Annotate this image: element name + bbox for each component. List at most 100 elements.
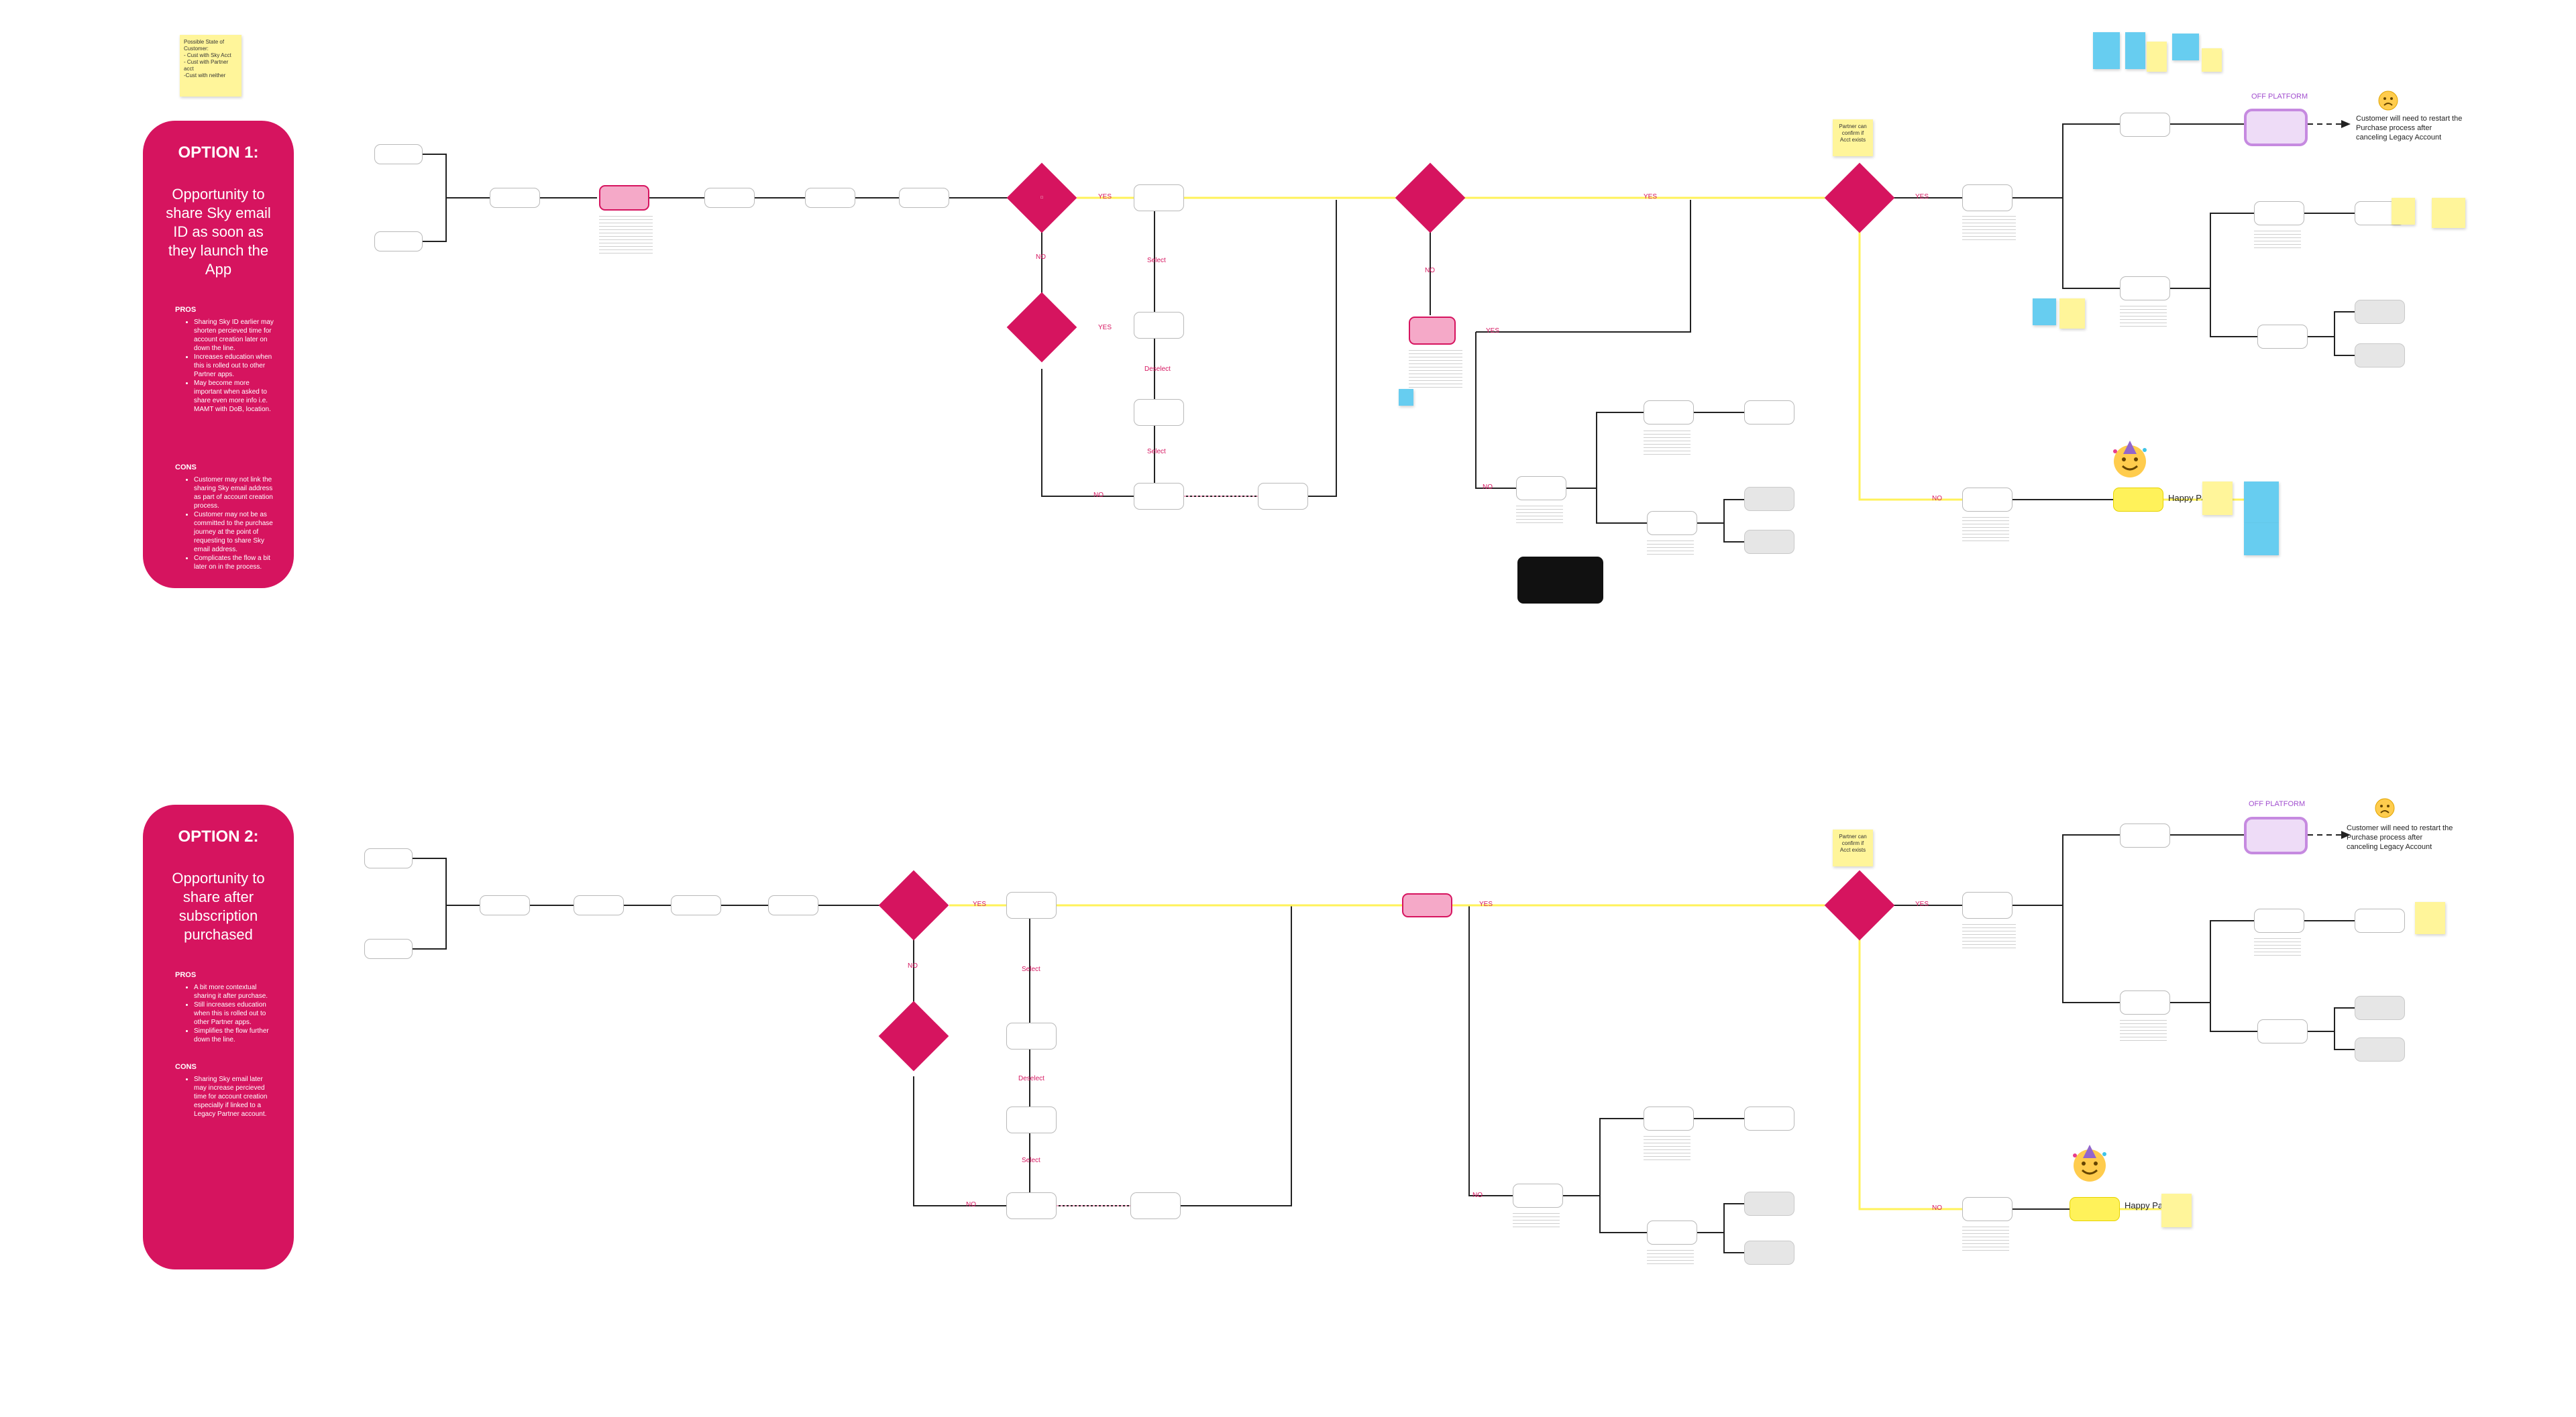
terminal-node[interactable] xyxy=(2355,996,2405,1020)
node-annotation xyxy=(1647,538,1694,557)
flow-node[interactable] xyxy=(1962,892,2012,919)
flow-node[interactable] xyxy=(574,895,624,915)
note-sticky xyxy=(2147,42,2167,72)
flow-node[interactable] xyxy=(1644,400,1694,424)
partner-confirm-sticky: Partner can confirm if Acct exists xyxy=(1833,830,1873,866)
flow-node[interactable] xyxy=(1744,1107,1794,1131)
edge-label-no: NO xyxy=(1472,1192,1483,1199)
flow-node[interactable] xyxy=(1644,1107,1694,1131)
flow-node[interactable] xyxy=(704,188,755,208)
flow-node[interactable] xyxy=(1962,488,2012,512)
node-annotation xyxy=(1647,1247,1694,1266)
terminal-node[interactable] xyxy=(1744,487,1794,511)
flow-node[interactable] xyxy=(490,188,540,208)
restart-note: Customer will need to restart the Purcha… xyxy=(2356,115,2463,141)
flow-node[interactable] xyxy=(2254,201,2304,225)
flow-node[interactable] xyxy=(1647,511,1697,535)
terminal-node[interactable] xyxy=(2355,1037,2405,1062)
off-platform-node[interactable] xyxy=(2244,817,2308,854)
node-annotation xyxy=(2120,303,2167,327)
terminal-node[interactable] xyxy=(1744,1241,1794,1265)
flow-node[interactable] xyxy=(1744,400,1794,424)
terminal-node[interactable] xyxy=(2355,343,2405,367)
edge-label-yes: YES xyxy=(973,901,987,908)
restart-note: Customer will need to restart the Purcha… xyxy=(2347,824,2453,851)
note-sticky xyxy=(1399,389,1413,406)
flow-node[interactable] xyxy=(2120,990,2170,1015)
flow-node[interactable] xyxy=(2257,1019,2308,1043)
edge-label-select: Select xyxy=(1022,1157,1040,1164)
flow-node[interactable] xyxy=(671,895,721,915)
success-node[interactable] xyxy=(2113,488,2163,512)
off-platform-node[interactable] xyxy=(2244,109,2308,146)
flow-node[interactable] xyxy=(1258,483,1308,510)
edge-label-yes: YES xyxy=(1098,324,1112,331)
share-sky-email-node[interactable] xyxy=(599,185,649,211)
terminal-node[interactable] xyxy=(2355,300,2405,324)
flow-node[interactable] xyxy=(2254,909,2304,933)
option2-subtitle: Opportunity to share after subscription … xyxy=(172,870,265,943)
flow-node[interactable] xyxy=(374,144,423,164)
media-thumbnail xyxy=(1517,557,1603,604)
terminal-node[interactable] xyxy=(1744,530,1794,554)
note-sticky xyxy=(2093,32,2120,69)
node-annotation xyxy=(1644,1133,1690,1160)
flow-node[interactable] xyxy=(2120,276,2170,300)
flow-node[interactable] xyxy=(1130,1192,1181,1219)
note-sticky xyxy=(2392,198,2415,225)
edge-label-yes: YES xyxy=(1098,193,1112,201)
option1-pro-item: Sharing Sky ID earlier may shorten perci… xyxy=(194,318,274,353)
customer-states-sticky: Possible State of Customer: - Cust with … xyxy=(180,35,241,97)
flow-node[interactable] xyxy=(1134,184,1184,211)
flow-node[interactable] xyxy=(480,895,530,915)
flow-node[interactable] xyxy=(1006,1023,1057,1050)
flow-node[interactable] xyxy=(2355,909,2405,933)
node-annotation xyxy=(1409,347,1462,388)
option2-card: OPTION 2: Opportunity to share after sub… xyxy=(143,805,294,1269)
option2-pro-item: A bit more contextual sharing it after p… xyxy=(194,983,274,1001)
flow-node[interactable] xyxy=(1006,892,1057,919)
flow-node[interactable] xyxy=(2120,113,2170,137)
note-sticky xyxy=(2202,48,2222,72)
option1-pros-list: Sharing Sky ID earlier may shorten perci… xyxy=(163,318,274,414)
flow-node[interactable] xyxy=(364,848,413,868)
option1-con-item: Customer may not link the sharing Sky em… xyxy=(194,475,274,510)
flow-node[interactable] xyxy=(1134,483,1184,510)
flow-node[interactable] xyxy=(374,231,423,251)
note-sticky xyxy=(2172,34,2199,60)
flow-node[interactable] xyxy=(1962,184,2012,211)
node-annotation xyxy=(1962,921,2016,948)
partner-confirm-sticky: Partner can confirm if Acct exists xyxy=(1833,119,1873,156)
edge-label-deselect: Deselect xyxy=(1144,365,1171,373)
flow-node[interactable] xyxy=(1006,1192,1057,1219)
node-annotation xyxy=(2120,1017,2167,1041)
flow-node[interactable] xyxy=(2257,325,2308,349)
terminal-node[interactable] xyxy=(1744,1192,1794,1216)
node-annotation xyxy=(1962,213,2016,240)
flow-node[interactable] xyxy=(1134,399,1184,426)
flow-node[interactable] xyxy=(1516,476,1566,500)
flow-node[interactable] xyxy=(899,188,949,208)
edge-label-yes: YES xyxy=(1915,901,1929,908)
flow-node[interactable] xyxy=(805,188,855,208)
node-annotation xyxy=(1644,428,1690,455)
success-node[interactable] xyxy=(2070,1197,2120,1221)
option2-con-item: Sharing Sky email later may increase per… xyxy=(194,1075,274,1119)
flow-node[interactable] xyxy=(1513,1184,1563,1208)
decision-diamond-label: □ xyxy=(1040,196,1043,200)
node-annotation xyxy=(1516,503,1563,523)
share-email-pink-node[interactable] xyxy=(1409,317,1456,345)
node-annotation xyxy=(2254,936,2301,956)
note-sticky xyxy=(2161,1194,2192,1227)
edge-label-yes: YES xyxy=(1486,327,1500,335)
edge-label-no: NO xyxy=(1093,492,1104,499)
flow-node[interactable] xyxy=(1134,312,1184,339)
edge-label-no: NO xyxy=(1483,484,1493,491)
flow-node[interactable] xyxy=(1962,1197,2012,1221)
flow-node[interactable] xyxy=(768,895,818,915)
share-sky-email-node[interactable] xyxy=(1402,893,1452,917)
flow-node[interactable] xyxy=(2120,824,2170,848)
flow-node[interactable] xyxy=(364,939,413,959)
flow-node[interactable] xyxy=(1647,1221,1697,1245)
flow-node[interactable] xyxy=(1006,1107,1057,1133)
